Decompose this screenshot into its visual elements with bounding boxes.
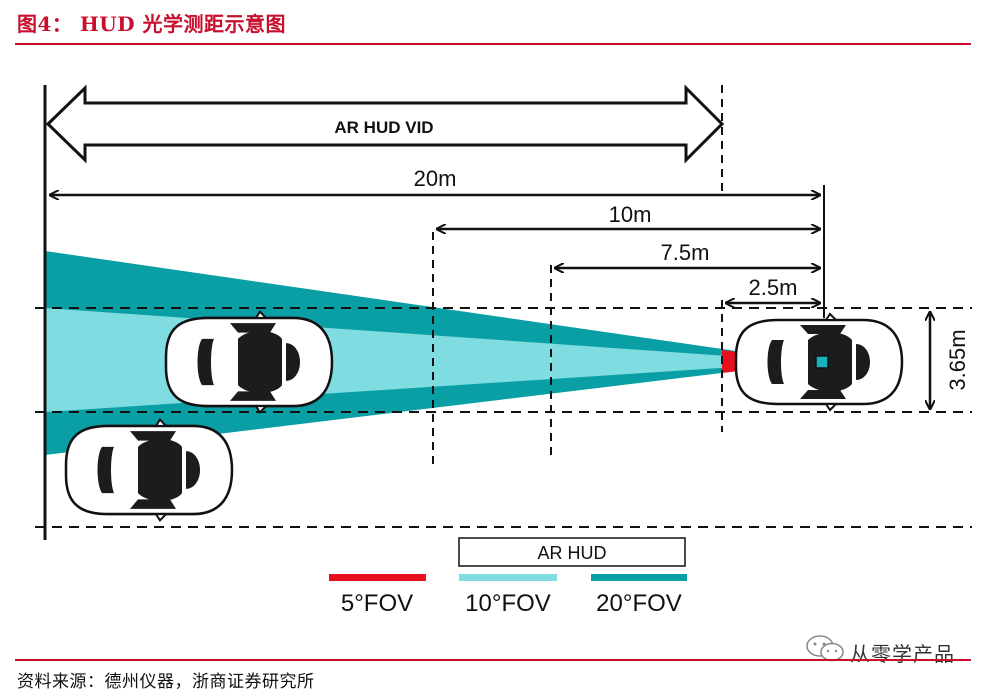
legend-label-10fov: 10°FOV	[465, 590, 551, 617]
figure-title: 图4： HUD 光学测距示意图	[17, 12, 287, 36]
legend-swatch-20fov	[591, 574, 687, 581]
legend-title: AR HUD	[537, 543, 606, 563]
vid-label: AR HUD VID	[334, 118, 433, 137]
figure-source: 资料来源：德州仪器，浙商证券研究所	[17, 672, 315, 692]
legend-label-20fov: 20°FOV	[596, 590, 682, 617]
vid-range-arrow	[45, 84, 725, 164]
source-divider	[15, 659, 971, 661]
hud-projector-icon	[815, 355, 829, 369]
legend-title-box	[458, 537, 686, 567]
wechat-icon	[806, 635, 844, 662]
ego-car	[734, 312, 904, 412]
legend-swatch-10fov	[459, 574, 557, 581]
legend-swatch-5fov	[329, 574, 426, 581]
dim-label-7-5m: 7.5m	[661, 240, 710, 265]
dim-label-10m: 10m	[609, 202, 652, 227]
lead-car-far	[64, 418, 234, 522]
title-divider	[15, 43, 971, 45]
dim-label-2-5m: 2.5m	[749, 275, 798, 300]
lead-car-near	[164, 310, 334, 414]
dim-label-lane-width: 3.65m	[945, 329, 970, 390]
watermark: 从零学产品	[850, 642, 955, 666]
legend-label-5fov: 5°FOV	[341, 590, 413, 617]
dim-label-20m: 20m	[414, 166, 457, 191]
